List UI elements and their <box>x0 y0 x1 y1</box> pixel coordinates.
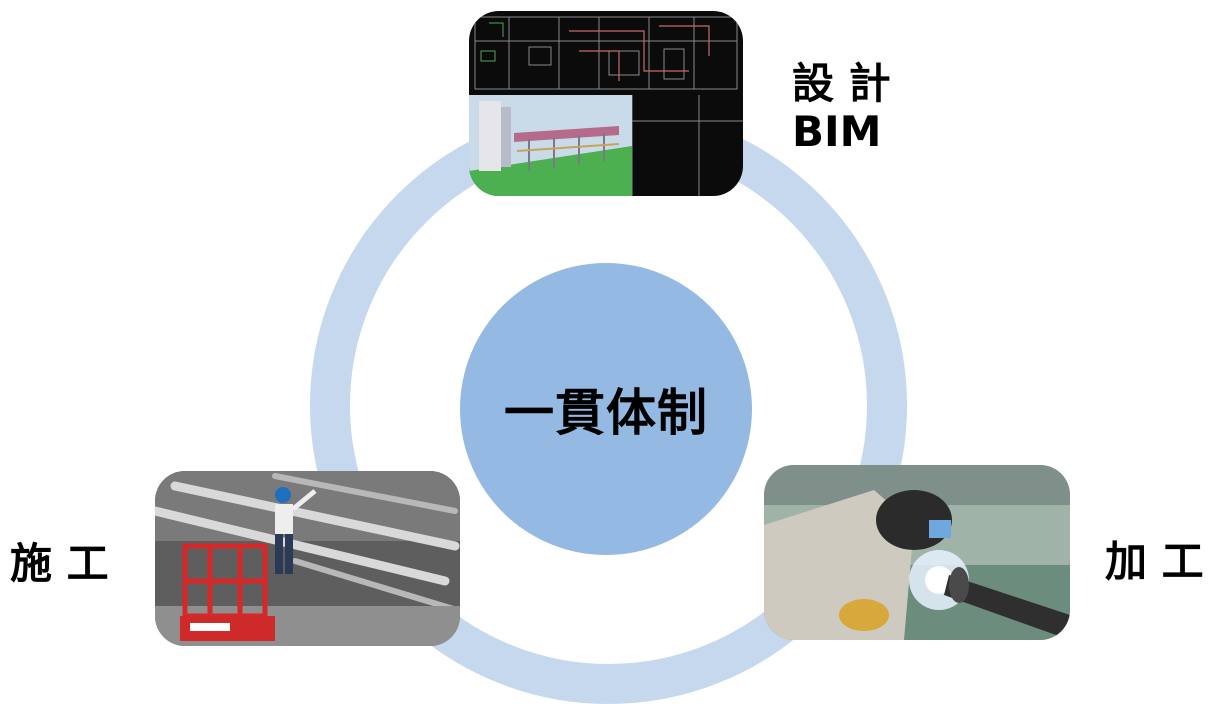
construction-photo <box>155 471 460 646</box>
bim-label: BIM <box>792 107 882 157</box>
center-label: 一貫体制 <box>504 384 708 442</box>
design-label: 設 計 <box>792 59 891 108</box>
design-bim-photo <box>469 11 743 196</box>
center-disc: 一貫体制 <box>460 263 752 555</box>
construction-label: 施 工 <box>10 539 109 588</box>
fabrication-photo <box>764 465 1070 640</box>
design-bim-label: 設 計 BIM <box>792 59 891 157</box>
fabrication-label: 加 工 <box>1105 537 1204 586</box>
